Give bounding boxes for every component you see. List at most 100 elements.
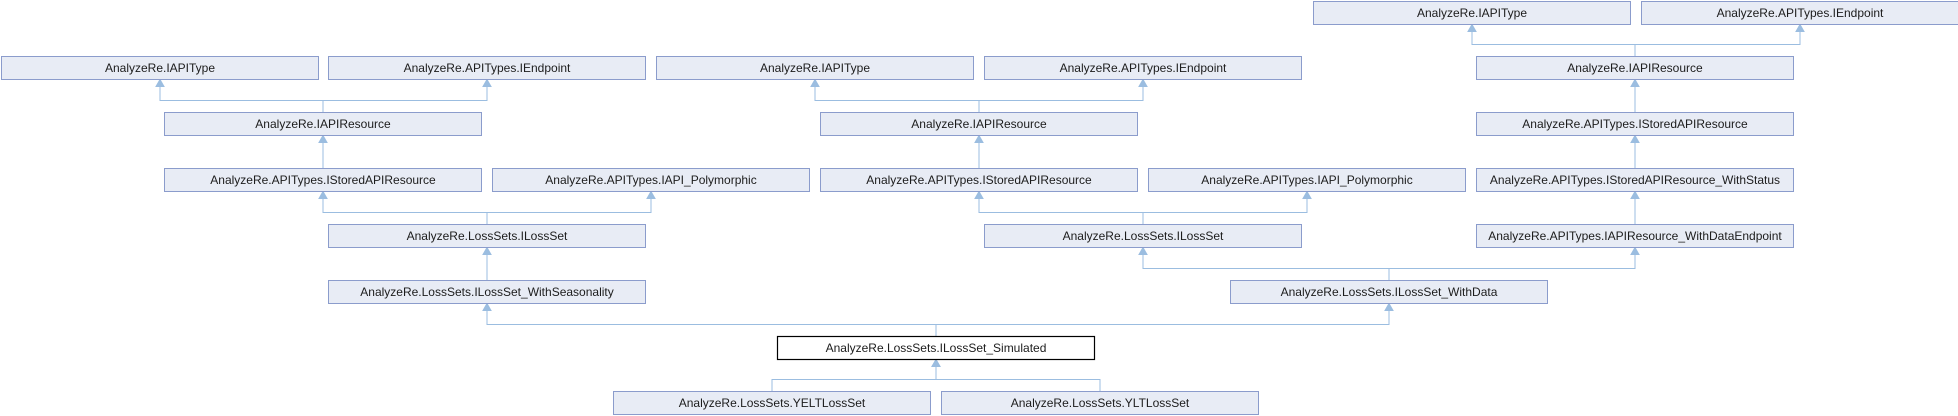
- inheritance-arrowhead: [1467, 23, 1477, 32]
- class-box[interactable]: [776, 335, 1096, 361]
- class-box[interactable]: [328, 56, 646, 80]
- inheritance-edge: [486, 197, 652, 225]
- inheritance-arrowhead: [482, 302, 492, 311]
- class-label: AnalyzeRe.IAPIType: [760, 61, 870, 75]
- class-analyzere-losssets-yeltlossset-n22[interactable]: AnalyzeRe.LossSets.YELTLossSet: [613, 391, 931, 415]
- inheritance-arrowhead: [1630, 134, 1640, 143]
- class-analyzere-apitypes-istoredapiresource-n11[interactable]: AnalyzeRe.APITypes.IStoredAPIResource: [1476, 112, 1794, 136]
- class-analyzere-iapitype-n5[interactable]: AnalyzeRe.IAPIType: [656, 56, 974, 80]
- class-analyzere-iapitype-n3[interactable]: AnalyzeRe.IAPIType: [1, 56, 319, 80]
- class-box[interactable]: [1476, 168, 1794, 192]
- class-box[interactable]: [656, 56, 974, 80]
- inheritance-arrowhead: [482, 246, 492, 255]
- inheritance-arrowhead: [931, 358, 941, 367]
- class-box[interactable]: [164, 112, 482, 136]
- class-label: AnalyzeRe.LossSets.ILossSet: [407, 229, 568, 243]
- class-box[interactable]: [984, 224, 1302, 248]
- class-analyzere-losssets-ilossset-withseasonality-n19[interactable]: AnalyzeRe.LossSets.ILossSet_WithSeasonal…: [328, 280, 646, 304]
- class-box[interactable]: [1, 56, 319, 80]
- inheritance-arrowhead: [1138, 78, 1148, 87]
- class-label: AnalyzeRe.APITypes.IStoredAPIResource: [210, 173, 436, 187]
- class-analyzere-apitypes-istoredapiresource-n10[interactable]: AnalyzeRe.APITypes.IStoredAPIResource: [164, 168, 482, 192]
- inheritance-edge: [159, 85, 324, 113]
- class-analyzere-apitypes-iendpoint-n2[interactable]: AnalyzeRe.APITypes.IEndpoint: [1641, 1, 1958, 25]
- inheritance-edge: [1634, 30, 1801, 57]
- inheritance-arrowhead: [810, 78, 820, 87]
- class-box[interactable]: [1148, 168, 1466, 192]
- class-analyzere-losssets-ilossset-n16[interactable]: AnalyzeRe.LossSets.ILossSet: [328, 224, 646, 248]
- inheritance-arrowhead: [1795, 23, 1805, 32]
- class-box[interactable]: [613, 391, 931, 415]
- class-label: AnalyzeRe.APITypes.IStoredAPIResource: [866, 173, 1092, 187]
- class-box[interactable]: [164, 168, 482, 192]
- inheritance-arrowhead: [1630, 246, 1640, 255]
- class-analyzere-losssets-ilossset-n17[interactable]: AnalyzeRe.LossSets.ILossSet: [984, 224, 1302, 248]
- inheritance-edge: [935, 365, 1101, 392]
- class-box[interactable]: [1476, 56, 1794, 80]
- class-label: AnalyzeRe.APITypes.IStoredAPIResource_Wi…: [1490, 173, 1780, 187]
- class-analyzere-losssets-ilossset-withdata-n20[interactable]: AnalyzeRe.LossSets.ILossSet_WithData: [1230, 280, 1548, 304]
- class-analyzere-iapiresource-n7[interactable]: AnalyzeRe.IAPIResource: [164, 112, 482, 136]
- class-label: AnalyzeRe.IAPIType: [105, 61, 215, 75]
- inheritance-arrowhead: [1302, 190, 1312, 199]
- class-label: AnalyzeRe.APITypes.IEndpoint: [1060, 61, 1227, 75]
- inheritance-edge: [1471, 30, 1636, 57]
- class-analyzere-apitypes-iendpoint-n6[interactable]: AnalyzeRe.APITypes.IEndpoint: [984, 56, 1302, 80]
- class-analyzere-apitypes-iendpoint-n4[interactable]: AnalyzeRe.APITypes.IEndpoint: [328, 56, 646, 80]
- class-box[interactable]: [492, 168, 810, 192]
- class-label: AnalyzeRe.IAPIResource: [1567, 61, 1703, 75]
- class-analyzere-losssets-yltlossset-n23[interactable]: AnalyzeRe.LossSets.YLTLossSet: [941, 391, 1259, 415]
- class-label: AnalyzeRe.IAPIResource: [255, 117, 391, 131]
- class-box[interactable]: [1313, 1, 1631, 25]
- class-analyzere-iapiresource-n8[interactable]: AnalyzeRe.IAPIResource: [820, 112, 1138, 136]
- class-label: AnalyzeRe.LossSets.ILossSet: [1063, 229, 1224, 243]
- class-box[interactable]: [820, 112, 1138, 136]
- class-label: AnalyzeRe.APITypes.IAPI_Polymorphic: [1201, 173, 1412, 187]
- class-analyzere-apitypes-istoredapiresource-n13[interactable]: AnalyzeRe.APITypes.IStoredAPIResource: [820, 168, 1138, 192]
- class-label: AnalyzeRe.APITypes.IEndpoint: [404, 61, 571, 75]
- class-label: AnalyzeRe.APITypes.IStoredAPIResource: [1522, 117, 1748, 131]
- inheritance-edge: [978, 85, 1144, 113]
- inheritance-arrowhead: [318, 190, 328, 199]
- class-analyzere-losssets-ilossset-simulated-n21[interactable]: AnalyzeRe.LossSets.ILossSet_Simulated: [776, 335, 1096, 361]
- inheritance-arrowhead: [155, 78, 165, 87]
- class-label: AnalyzeRe.LossSets.ILossSet_Simulated: [826, 341, 1047, 355]
- class-analyzere-apitypes-iapiresource-withdataendpoint-n18[interactable]: AnalyzeRe.APITypes.IAPIResource_WithData…: [1476, 224, 1794, 248]
- class-box[interactable]: [328, 224, 646, 248]
- class-label: AnalyzeRe.APITypes.IAPIResource_WithData…: [1488, 229, 1782, 243]
- inheritance-edge: [814, 85, 980, 113]
- class-analyzere-apitypes-iapi-polymorphic-n12[interactable]: AnalyzeRe.APITypes.IAPI_Polymorphic: [492, 168, 810, 192]
- class-label: AnalyzeRe.APITypes.IEndpoint: [1717, 6, 1884, 20]
- class-label: AnalyzeRe.IAPIResource: [911, 117, 1047, 131]
- class-analyzere-iapiresource-n9[interactable]: AnalyzeRe.IAPIResource: [1476, 56, 1794, 80]
- inheritance-arrowhead: [1384, 302, 1394, 311]
- class-label: AnalyzeRe.LossSets.YLTLossSet: [1011, 396, 1190, 410]
- inheritance-arrowhead: [1630, 78, 1640, 87]
- class-box[interactable]: [1476, 224, 1794, 248]
- class-box[interactable]: [984, 56, 1302, 80]
- inheritance-edge: [935, 309, 1390, 337]
- inheritance-arrowhead: [974, 190, 984, 199]
- class-label: AnalyzeRe.LossSets.ILossSet_WithData: [1281, 285, 1498, 299]
- class-analyzere-apitypes-iapi-polymorphic-n14[interactable]: AnalyzeRe.APITypes.IAPI_Polymorphic: [1148, 168, 1466, 192]
- inheritance-arrowhead: [318, 134, 328, 143]
- class-analyzere-iapitype-n1[interactable]: AnalyzeRe.IAPIType: [1313, 1, 1631, 25]
- inheritance-arrowhead: [1138, 246, 1148, 255]
- inheritance-arrowhead: [646, 190, 656, 199]
- class-analyzere-apitypes-istoredapiresource-withstatus-n15[interactable]: AnalyzeRe.APITypes.IStoredAPIResource_Wi…: [1476, 168, 1794, 192]
- inheritance-edge: [1142, 197, 1308, 225]
- class-label: AnalyzeRe.LossSets.YELTLossSet: [679, 396, 866, 410]
- inheritance-arrowhead: [974, 134, 984, 143]
- class-box[interactable]: [1476, 112, 1794, 136]
- class-label: AnalyzeRe.APITypes.IAPI_Polymorphic: [545, 173, 756, 187]
- inheritance-arrowhead: [482, 78, 492, 87]
- class-box[interactable]: [941, 391, 1259, 415]
- inheritance-edge: [978, 197, 1144, 225]
- class-label: AnalyzeRe.LossSets.ILossSet_WithSeasonal…: [360, 285, 613, 299]
- class-box[interactable]: [1641, 1, 1958, 25]
- class-box[interactable]: [1230, 280, 1548, 304]
- class-box[interactable]: [820, 168, 1138, 192]
- class-box[interactable]: [328, 280, 646, 304]
